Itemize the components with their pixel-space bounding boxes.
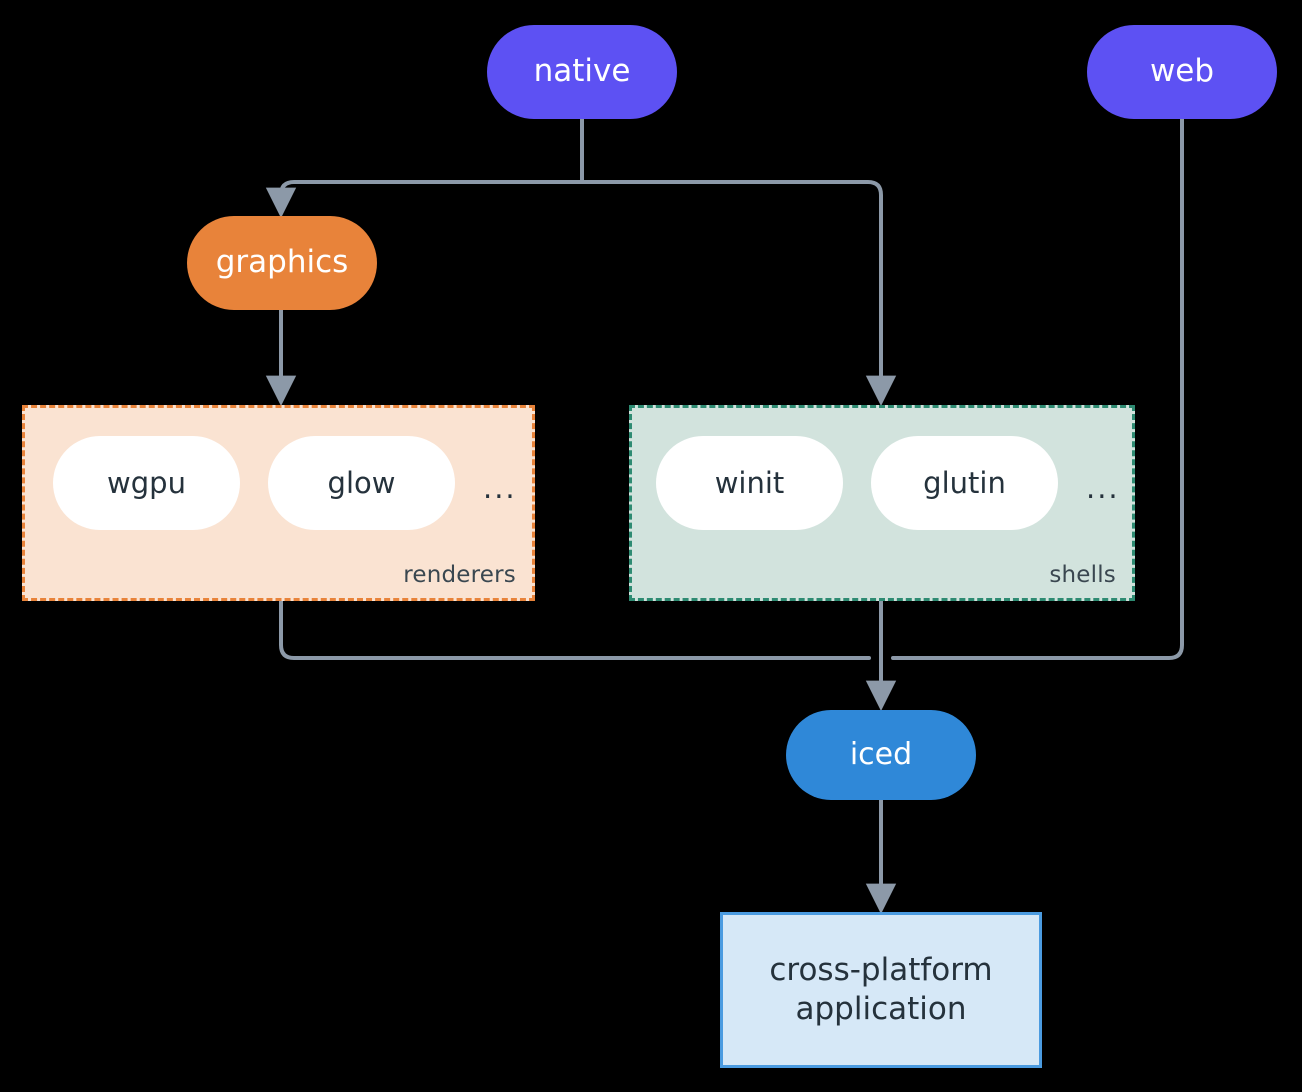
node-glutin[interactable]: glutin: [871, 436, 1058, 530]
node-glutin-label: glutin: [923, 466, 1006, 500]
node-graphics-label: graphics: [215, 244, 349, 281]
node-native[interactable]: native: [487, 25, 677, 119]
node-glow[interactable]: glow: [268, 436, 455, 530]
node-web-label: web: [1149, 53, 1215, 90]
node-native-label: native: [533, 53, 631, 90]
group-renderers-label: renderers: [403, 562, 516, 588]
node-wgpu-label: wgpu: [107, 466, 186, 500]
group-shells-label: shells: [1049, 562, 1116, 588]
node-iced-label: iced: [849, 737, 913, 773]
node-iced[interactable]: iced: [786, 710, 976, 800]
renderers-more-ellipsis: ...: [483, 471, 517, 505]
node-winit-label: winit: [714, 466, 785, 500]
application-label-line1: cross-platform: [769, 951, 993, 988]
group-renderers[interactable]: wgpu glow ... renderers: [22, 405, 535, 601]
edge-native-graphics: [265, 180, 584, 219]
edge-native-shells: [580, 180, 897, 407]
edge-renderers-iced: [279, 599, 871, 660]
shells-more-ellipsis: ...: [1086, 471, 1120, 505]
group-shells[interactable]: winit glutin ... shells: [629, 405, 1135, 601]
node-graphics[interactable]: graphics: [187, 216, 377, 310]
node-cross-platform-application[interactable]: cross-platform application: [720, 912, 1042, 1068]
node-glow-label: glow: [327, 466, 396, 500]
node-web[interactable]: web: [1087, 25, 1277, 119]
node-wgpu[interactable]: wgpu: [53, 436, 240, 530]
node-winit[interactable]: winit: [656, 436, 843, 530]
application-label-line2: application: [795, 991, 967, 1027]
